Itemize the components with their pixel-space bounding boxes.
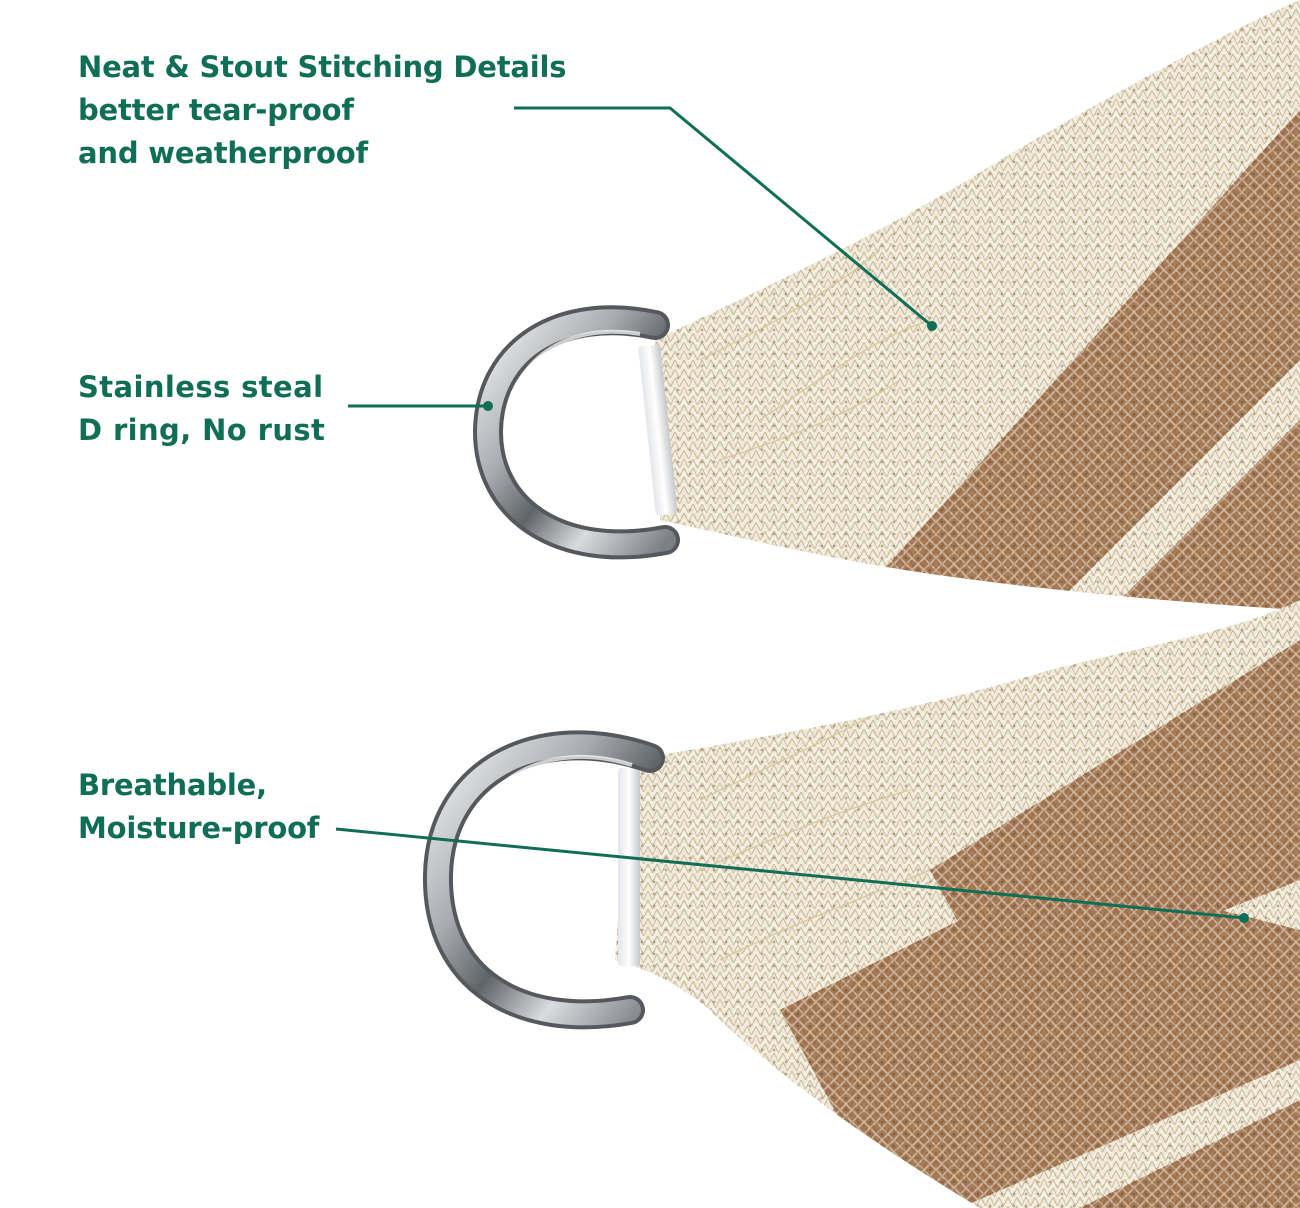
callout-line: Moisture-proof <box>78 811 320 845</box>
shade-sail-corner-bottom <box>615 600 1300 1208</box>
callout-line: better tear-proof <box>78 93 354 127</box>
callout-d-ring: Stainless steal D ring, No rust <box>78 366 325 452</box>
leader-line-stitching <box>514 106 937 331</box>
callout-line: D ring, No rust <box>78 413 326 447</box>
callout-fabric: Breathable, Moisture-proof <box>78 764 319 850</box>
shade-sail-corner-top <box>638 0 1300 610</box>
d-ring-icon <box>472 305 680 560</box>
callout-line: Stainless steal <box>78 370 324 404</box>
callout-line: Breathable, <box>78 768 267 802</box>
callout-line: Neat & Stout Stitching Details <box>78 50 567 84</box>
leader-line-fabric <box>335 827 1249 923</box>
callout-line: and weatherproof <box>78 136 368 170</box>
leader-line-d-ring <box>348 401 493 411</box>
callout-stitching: Neat & Stout Stitching Details better te… <box>78 46 566 175</box>
d-ring-icon <box>422 730 665 1030</box>
